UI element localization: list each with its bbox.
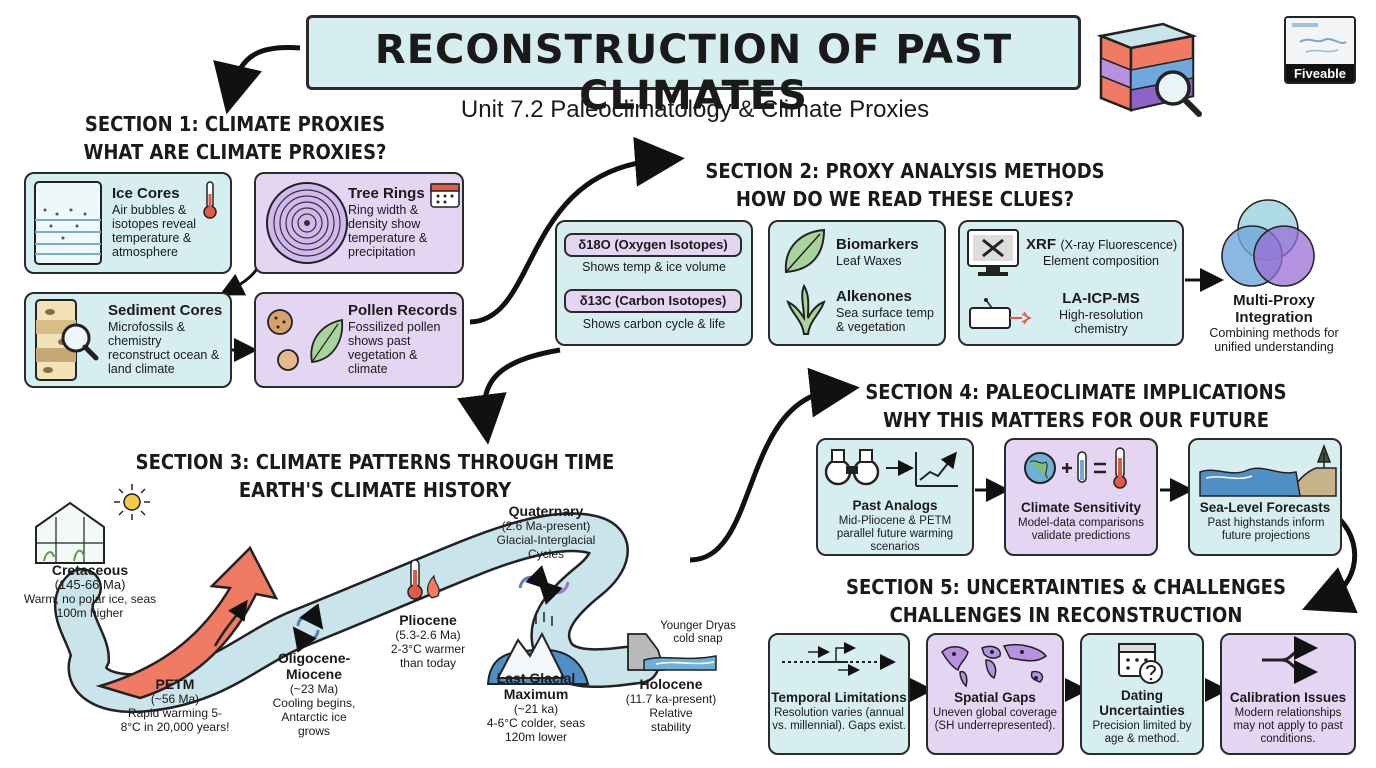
calibration-issues-card [1220,633,1356,755]
quaternary-label: Quaternary (2.6 Ma-present) Glacial-Inte… [496,503,596,561]
holocene-label: Holocene (11.7 ka-present) Relative stab… [625,676,717,734]
climate-sensitivity-title: Climate Sensitivity [1020,500,1142,515]
biomarkers-text: Leaf Waxes [836,254,902,268]
tree-rings-icon [266,182,348,264]
dating-uncertainties-text: Precision limited by age & method. [1092,720,1192,745]
page-title: RECONSTRUCTION OF PAST CLIMATES [374,27,1013,119]
younger-dryas-label: Younger Dryas cold snap [660,620,736,645]
section2-heading: SECTION 2: PROXY ANALYSIS METHODS HOW DO… [705,159,1105,211]
glacier-icon [486,612,590,685]
calibration-issues-title: Calibration Issues [1229,690,1347,705]
map-thumbnail-icon [1286,18,1354,64]
spatial-gaps-title: Spatial Gaps [954,690,1036,705]
cretaceous-label: Cretaceous (145-66 Ma) Warm, no polar ic… [23,562,157,620]
integration-title: Multi-Proxy Integration [1233,292,1315,326]
greenhouse-icon [35,501,105,564]
xrf-title: XRF (X-ray Fluorescence) [1026,236,1178,253]
question-calendar-icon [1118,643,1163,684]
calendar-icon [430,183,460,208]
section3-heading: SECTION 3: CLIMATE PATTERNS THROUGH TIME… [135,450,615,502]
spatial-gaps-text: Uneven global coverage (SH underrepresen… [932,707,1058,732]
binoculars-icon [824,449,958,487]
sea-level-icon [1199,443,1337,497]
pollen-records-title: Pollen Records [348,302,458,319]
sediment-cores-text: Microfossils & chemistry reconstruct oce… [108,320,220,376]
dating-uncertainties-title: Dating Uncertainties [1099,688,1185,718]
world-map-icon [941,644,1048,688]
ice-cores-text: Air bubbles & isotopes reveal temperatur… [112,203,197,259]
laicpms-title: LA-ICP-MS [1062,290,1140,307]
arrow-section1-to-section2 [469,136,685,325]
past-analogs-title: Past Analogs [852,498,938,513]
pliocene-label: Pliocene (5.3-2.6 Ma) 2-3°C warmer than … [390,612,466,670]
arrow-section2-to-section3 [457,347,561,445]
ice-core-icon [34,181,102,265]
oxygen-isotope-pill: δ18O (Oxygen Isotopes) [564,233,742,257]
sea-level-card [1188,438,1342,556]
fiveable-logo: Fiveable [1284,16,1356,84]
section1-heading: SECTION 1: CLIMATE PROXIES WHAT ARE CLIM… [83,112,387,164]
alkenones-title: Alkenones [836,288,912,305]
integration-text: Combining methods for unified understand… [1209,326,1339,354]
sediment-cores-title: Sediment Cores [108,302,223,319]
oxygen-isotope-text: Shows temp & ice volume [582,260,726,274]
tree-rings-title: Tree Rings [348,185,425,202]
glacial-cycle-icon [518,565,570,605]
logo-text: Fiveable [1286,64,1354,82]
section4-heading: SECTION 4: PALEOCLIMATE IMPLICATIONS WHY… [865,380,1287,432]
climate-sensitivity-text: Model-data comparisons validate predicti… [1018,517,1144,542]
sea-level-title: Sea-Level Forecasts [1199,500,1331,515]
past-analogs-text: Mid-Pliocene & PETM parallel future warm… [836,515,954,553]
pollen-records-card [254,292,464,388]
sea-level-text: Past highstands inform future projection… [1207,517,1325,542]
calibration-issues-text: Modern relationships may not apply to pa… [1233,707,1343,745]
thermometer-icon [203,181,217,219]
leaf-icon [784,228,826,274]
cycle-icon [292,603,324,653]
temporal-limitations-text: Resolution varies (annual vs. millennial… [772,707,906,732]
algae-icon [786,283,826,335]
title-banner [306,15,1081,90]
arrow-section4-to-section5 [1302,513,1358,614]
merge-arrows-icon [1262,636,1318,684]
temporal-limitations-card [768,633,910,755]
timeline-gap-icon [782,642,896,676]
sediment-core-icon [35,299,99,381]
thermometer-flame-icon [407,559,440,600]
sediment-magnifier-icon [1096,22,1202,117]
climate-timeline-path [54,512,660,714]
oligocene-label: Oligocene-Miocene (~23 Ma) Cooling begin… [272,650,356,738]
alkenones-text: Sea surface temp & vegetation [836,306,934,334]
arrow-title-to-section1 [213,45,301,115]
petm-label: PETM (~56 Ma) Rapid warming 5-8°C in 20,… [120,676,230,734]
sea-cliff-icon [627,633,717,671]
xrf-text: Element composition [1042,254,1160,268]
section5-heading: SECTION 5: UNCERTAINTIES & CHALLENGES CH… [846,575,1286,627]
laser-icon [969,298,1032,329]
biomarkers-title: Biomarkers [836,236,919,253]
xray-monitor-icon [967,229,1019,276]
laicpms-text: High-resolution chemistry [1058,308,1144,336]
temporal-limitations-title: Temporal Limitations [771,690,907,705]
venn-integration-icon [1221,199,1315,287]
pollen-records-text: Fossilized pollen shows past vegetation … [348,320,441,376]
globe-plus-equals-icon [1024,447,1127,489]
arrow-section3-to-section4 [689,367,860,563]
tree-rings-text: Ring width & density show temperature & … [348,203,428,259]
page-subtitle: Unit 7.2 Paleoclimatology & Climate Prox… [460,96,930,123]
carbon-isotope-pill: δ13C (Carbon Isotopes) [564,289,742,313]
lgm-label: Last Glacial Maximum (~21 ka) 4-6°C cold… [486,670,586,744]
sun-icon [114,484,150,520]
ice-cores-title: Ice Cores [112,185,180,202]
pollen-leaf-icon [267,309,344,371]
carbon-isotope-text: Shows carbon cycle & life [582,317,726,331]
